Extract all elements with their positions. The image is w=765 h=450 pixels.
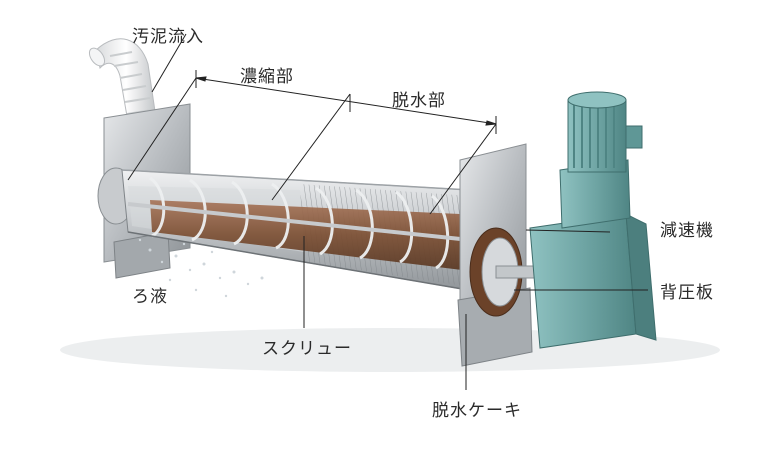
label-sludge-inflow: 汚泥流入 (132, 27, 204, 47)
inflow-hose (88, 38, 157, 123)
screen-drum (121, 169, 481, 293)
gear-reducer (529, 91, 657, 349)
screw-shaft (127, 202, 471, 242)
leader-lines (127, 33, 648, 390)
label-thickening-section: 濃縮部 (240, 67, 294, 87)
sludge-cake (150, 200, 462, 270)
filtrate-droplets (138, 238, 264, 298)
back-pressure-assembly (469, 227, 537, 317)
section-dimension-line (195, 70, 497, 134)
label-screw: スクリュー (262, 339, 352, 359)
label-back-pressure-plate: 背圧板 (660, 283, 714, 303)
motor (567, 91, 643, 173)
label-dewatered-cake: 脱水ケーキ (432, 401, 522, 421)
label-filtrate: ろ液 (132, 287, 168, 307)
leader-thickening-start (127, 77, 197, 181)
label-dewatering-section: 脱水部 (392, 91, 446, 111)
leader-dewatering-end (429, 123, 497, 215)
leader-thickening-end (271, 93, 351, 201)
label-reducer: 減速機 (660, 221, 714, 241)
leader-reducer (525, 229, 611, 233)
leader-sludge-inflow (151, 33, 187, 93)
